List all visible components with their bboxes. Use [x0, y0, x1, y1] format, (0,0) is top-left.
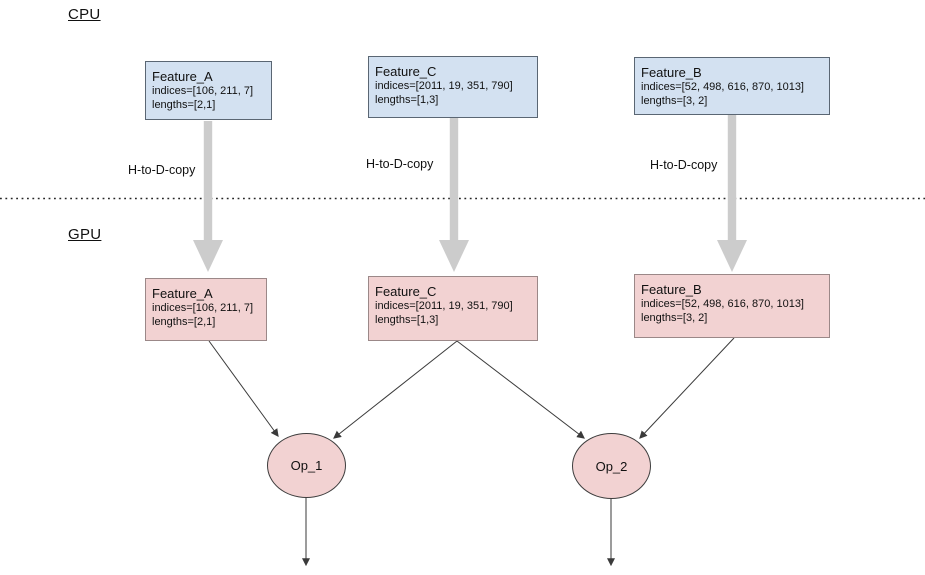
edge-feature-a-to-op1	[208, 340, 279, 437]
node-indices: indices=[2011, 19, 351, 790]	[375, 80, 513, 92]
h-to-d-copy-arrow-feature-a	[193, 121, 223, 272]
h-to-d-copy-label-feature-c: H-to-D-copy	[366, 157, 434, 171]
gpu-region-label: GPU	[68, 226, 102, 243]
edge-feature-c-to-op1	[333, 340, 458, 439]
node-indices: indices=[52, 498, 616, 870, 1013]	[641, 298, 804, 310]
node-lengths: lengths=[3, 2]	[641, 94, 708, 107]
h-to-d-copy-arrow-feature-b	[717, 115, 747, 272]
node-indices: indices=[52, 498, 616, 870, 1013]	[641, 81, 804, 93]
node-lengths: lengths=[3, 2]	[641, 311, 708, 324]
node-lengths: lengths=[2,1]	[152, 98, 216, 111]
gpu-node-feature-a: Feature_A indices=[106, 211, 7] lengths=…	[145, 278, 267, 341]
gpu-node-feature-b: Feature_B indices=[52, 498, 616, 870, 10…	[634, 274, 830, 338]
node-lengths: lengths=[1,3]	[375, 93, 439, 106]
op1-node: Op_1	[267, 433, 346, 498]
edge-feature-c-to-op2	[456, 340, 585, 439]
node-indices: indices=[106, 211, 7]	[152, 302, 254, 314]
gpu-node-feature-c: Feature_C indices=[2011, 19, 351, 790] l…	[368, 276, 538, 341]
node-indices: indices=[106, 211, 7]	[152, 85, 254, 97]
node-title: Feature_C	[375, 284, 437, 299]
op2-node: Op_2	[572, 433, 651, 499]
node-title: Feature_A	[152, 286, 213, 301]
edge-feature-b-to-op2	[639, 337, 735, 439]
node-indices: indices=[2011, 19, 351, 790]	[375, 300, 513, 312]
node-title: Feature_B	[641, 65, 702, 80]
cpu-region-label: CPU	[68, 6, 101, 23]
cpu-node-feature-c: Feature_C indices=[2011, 19, 351, 790] l…	[368, 56, 538, 118]
node-title: Feature_C	[375, 64, 437, 79]
h-to-d-copy-label-feature-a: H-to-D-copy	[128, 163, 196, 177]
cpu-node-feature-a: Feature_A indices=[106, 211, 7] lengths=…	[145, 61, 272, 120]
cpu-node-feature-b: Feature_B indices=[52, 498, 616, 870, 10…	[634, 57, 830, 115]
node-lengths: lengths=[1,3]	[375, 313, 439, 326]
h-to-d-copy-label-feature-b: H-to-D-copy	[650, 158, 718, 172]
node-lengths: lengths=[2,1]	[152, 315, 216, 328]
h-to-d-copy-arrow-feature-c	[439, 118, 469, 272]
node-title: Feature_A	[152, 69, 213, 84]
node-title: Feature_B	[641, 282, 702, 297]
